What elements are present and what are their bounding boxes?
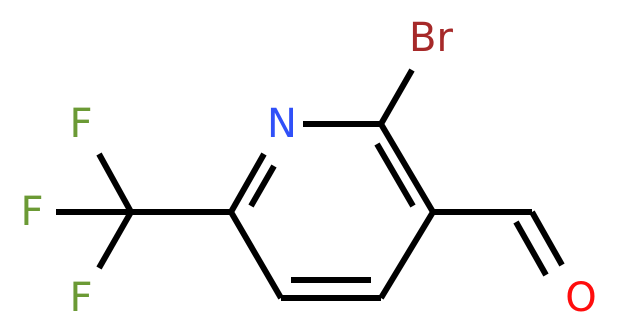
- atom-labels: N Br O F F F: [20, 15, 596, 321]
- bond-c6-n: [228, 152, 267, 214]
- atom-fluorine-left: F: [20, 189, 43, 235]
- bond-cf3-f-bottom: [96, 210, 134, 270]
- bond-cf3-f-top: [96, 152, 134, 214]
- bond-cho-o-2: [513, 220, 549, 277]
- bond-c2-c3-inner: [374, 142, 416, 208]
- atom-bromine: Br: [409, 15, 453, 61]
- atom-nitrogen: N: [267, 101, 297, 147]
- bonds: [56, 68, 565, 301]
- bond-cho-o: [529, 210, 565, 267]
- bond-c2-c3: [378, 122, 436, 214]
- bond-c3-c4: [378, 210, 436, 300]
- bond-c5-c6: [228, 210, 284, 300]
- atom-fluorine-top: F: [69, 101, 92, 147]
- bond-c6-n-inner: [248, 164, 277, 208]
- atom-oxygen: O: [565, 275, 596, 321]
- bond-c2-br: [378, 68, 415, 126]
- atom-fluorine-bottom: F: [69, 275, 92, 321]
